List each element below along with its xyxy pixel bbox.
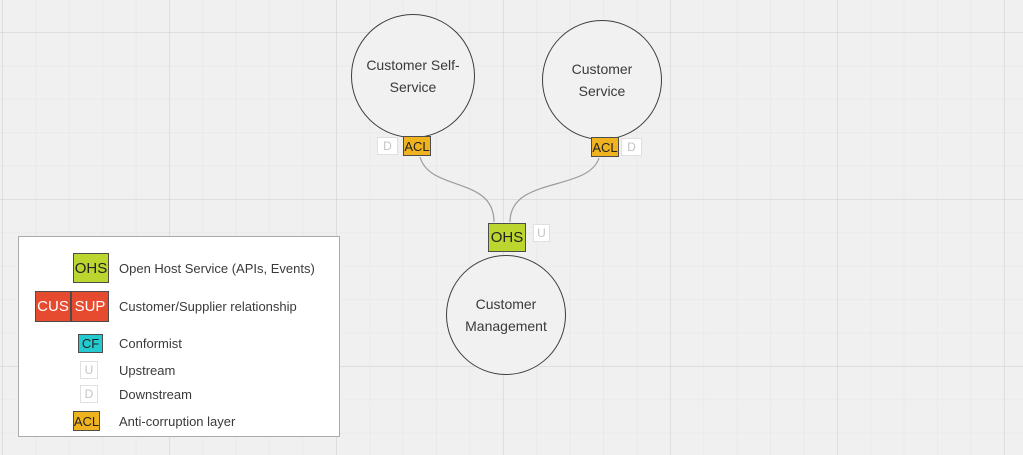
legend-item-label: Open Host Service (APIs, Events) — [119, 260, 315, 276]
legend-item-label: Customer/Supplier relationship — [119, 299, 297, 314]
legend-badge-column: CF — [19, 334, 109, 353]
ohs-badge[interactable]: OHS — [488, 223, 526, 252]
acl-badge[interactable]: ACL — [591, 137, 619, 157]
node-label: Customer Self-Service — [366, 57, 460, 95]
legend-ohs-badge: OHS — [73, 253, 109, 283]
legend-cus-badge: CUS — [35, 291, 72, 322]
legend-item-upstream: U Upstream — [19, 361, 339, 379]
legend-item-label: Upstream — [119, 362, 176, 378]
node-label: Customer Service — [571, 61, 633, 99]
legend-upstream-badge: U — [80, 361, 98, 379]
downstream-badge[interactable]: D — [621, 138, 642, 156]
node-customer-self-service[interactable]: Customer Self-Service — [351, 14, 475, 138]
legend-item-label: Anti-corruption layer — [119, 413, 236, 429]
legend-badge-column: OHS — [19, 253, 109, 283]
upstream-badge[interactable]: U — [533, 224, 550, 242]
edge-service-to-management[interactable] — [509, 157, 600, 223]
legend-sup-badge: SUP — [72, 291, 109, 322]
legend-cus-sup-badge: CUS SUP — [35, 291, 109, 322]
legend-downstream-badge: D — [80, 385, 98, 403]
legend-badge-column: U — [19, 361, 109, 379]
legend-item-ohs: OHS Open Host Service (APIs, Events) — [19, 253, 339, 283]
legend-acl-badge: ACL — [73, 411, 100, 431]
node-customer-service[interactable]: Customer Service — [542, 20, 662, 140]
edge-self-service-to-management[interactable] — [419, 156, 495, 223]
legend-item-acl: ACL Anti-corruption layer — [19, 411, 339, 431]
legend-badge-column: D — [19, 385, 109, 403]
legend-item-conformist: CF Conformist — [19, 334, 339, 353]
legend-item-label: Downstream — [119, 386, 192, 402]
legend-cf-badge: CF — [78, 334, 103, 353]
node-label: Customer Management — [465, 296, 547, 334]
legend-badge-column: CUS SUP — [19, 291, 109, 322]
legend-badge-column: ACL — [19, 411, 109, 431]
legend-item-label: Conformist — [119, 336, 182, 351]
legend-item-downstream: D Downstream — [19, 385, 339, 403]
downstream-badge[interactable]: D — [377, 137, 398, 155]
acl-badge[interactable]: ACL — [403, 136, 431, 156]
node-customer-management[interactable]: Customer Management — [446, 255, 566, 375]
legend-panel: OHS Open Host Service (APIs, Events) CUS… — [18, 236, 340, 437]
legend-item-customer-supplier: CUS SUP Customer/Supplier relationship — [19, 291, 339, 322]
